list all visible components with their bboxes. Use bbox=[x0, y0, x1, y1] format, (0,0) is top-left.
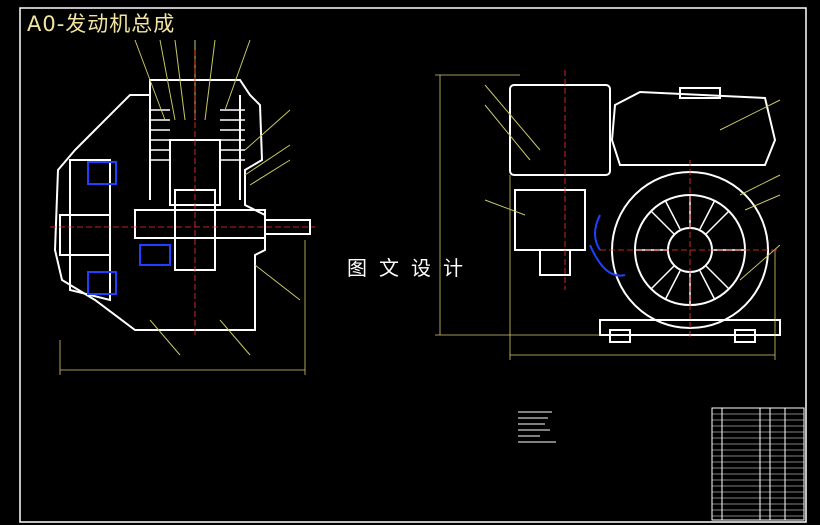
section-hidden-parts bbox=[87, 161, 171, 295]
section-view bbox=[53, 79, 311, 331]
output-shaft bbox=[264, 219, 311, 235]
technical-notes bbox=[518, 411, 556, 443]
side-centerlines bbox=[564, 70, 780, 340]
carburetor bbox=[514, 189, 586, 251]
fuel-tank bbox=[610, 90, 777, 166]
carb-bowl bbox=[539, 249, 571, 276]
crankshaft bbox=[134, 209, 266, 239]
cooling-fins bbox=[150, 109, 245, 161]
side-leader-lines bbox=[484, 84, 781, 281]
section-centerlines bbox=[50, 50, 315, 335]
parts-list-rows bbox=[712, 413, 804, 517]
drawing-title: A0-发动机总成 bbox=[27, 12, 176, 36]
section-dimensions bbox=[59, 240, 306, 375]
flywheel-hub bbox=[59, 214, 111, 256]
section-leader-lines bbox=[134, 39, 301, 356]
cylinder-walls bbox=[149, 95, 241, 200]
mount-foot-left bbox=[609, 329, 631, 343]
engine-base bbox=[599, 319, 781, 336]
sheet-border bbox=[19, 7, 807, 523]
flywheel-housing bbox=[69, 159, 111, 302]
housing-outline bbox=[53, 79, 266, 331]
side-dimensions bbox=[435, 74, 776, 360]
side-view bbox=[509, 84, 781, 343]
watermark-text: 图文设计 bbox=[347, 256, 475, 280]
fuel-cap bbox=[679, 87, 721, 99]
side-hidden-parts bbox=[589, 214, 626, 277]
air-filter-box bbox=[509, 84, 611, 176]
parts-list-table bbox=[711, 407, 805, 521]
mount-foot-right bbox=[734, 329, 756, 343]
